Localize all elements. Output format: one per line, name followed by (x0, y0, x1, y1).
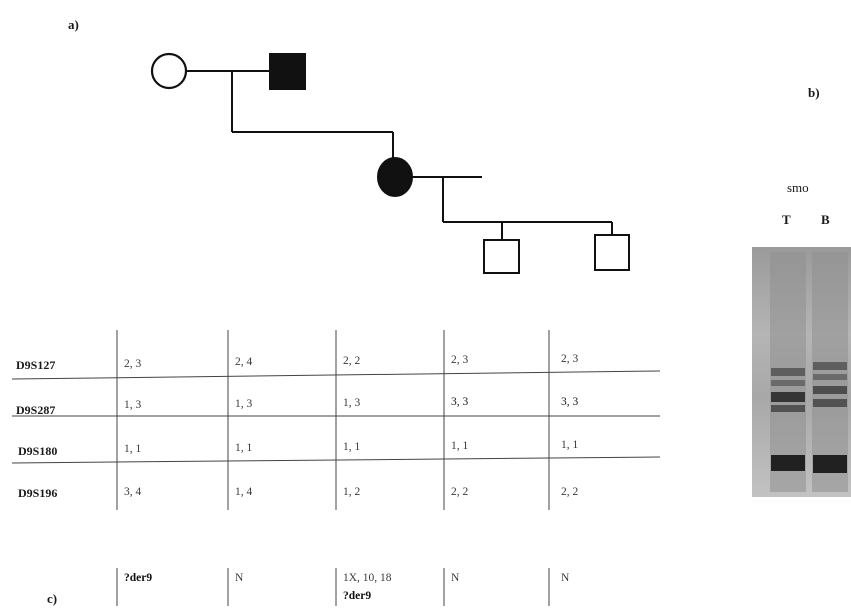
genotype-cell: 1, 1 (451, 440, 469, 452)
gel-band (771, 392, 805, 402)
karyotype-cell-second-line: ?der9 (343, 590, 372, 602)
gel-band (813, 362, 847, 370)
locus-label: D9S287 (16, 403, 56, 417)
gel-band (771, 455, 805, 471)
locus-label: D9S180 (18, 444, 58, 458)
genotype-cell: 1, 3 (343, 397, 361, 409)
locus-label: D9S196 (18, 486, 58, 500)
gel-band (771, 368, 805, 376)
gel-band (771, 405, 805, 412)
karyotype-cell: 1X, 10, 18 (343, 572, 392, 584)
panel-a-label: a) (68, 17, 79, 32)
genotype-cell: 3, 4 (124, 486, 142, 498)
grandmother-symbol (150, 52, 188, 90)
genotype-cell: 2, 3 (561, 353, 579, 365)
karyotype-cell: N (451, 572, 460, 584)
genotype-cell: 2, 4 (235, 356, 253, 368)
affected-mother-symbol (377, 157, 413, 197)
genotype-cell: 2, 2 (561, 486, 579, 498)
row-divider-1 (11, 370, 661, 380)
genotype-cell: 2, 2 (343, 355, 361, 367)
genotype-cell: 2, 2 (451, 486, 469, 498)
gel-band (813, 386, 847, 394)
panel-b-label: b) (808, 85, 820, 100)
genotype-cell: 1, 2 (343, 486, 361, 498)
gel-band (813, 455, 847, 473)
karyotype-cell: N (561, 572, 570, 584)
genotype-cell: 1, 1 (235, 442, 253, 454)
grandfather-symbol (269, 53, 306, 90)
karyotype-cell: ?der9 (124, 572, 153, 584)
gel-gene-label: smo (787, 180, 809, 195)
row-divider-3 (11, 456, 661, 464)
karyotype-cell: N (235, 572, 244, 584)
genotype-cell: 1, 3 (235, 398, 253, 410)
genotype-cell: 3, 3 (451, 396, 469, 408)
genotype-cell: 1, 1 (561, 439, 579, 451)
gel-lane-label-b: B (821, 212, 830, 227)
son1-symbol (483, 239, 520, 274)
panel-c-label: c) (47, 591, 58, 606)
gel-band (813, 374, 847, 380)
son2-symbol (594, 234, 630, 271)
genotype-cell: 2, 3 (124, 358, 142, 370)
genotype-cell: 1, 1 (343, 441, 361, 453)
genotype-cell: 3, 3 (561, 396, 579, 408)
genotype-cell: 1, 1 (124, 443, 142, 455)
locus-label: D9S127 (16, 358, 56, 372)
genotype-cell: 1, 3 (124, 399, 142, 411)
genotype-cell: 2, 3 (451, 354, 469, 366)
genotype-cell: 1, 4 (235, 486, 253, 498)
gel-image (752, 247, 851, 497)
gel-lane-label-t: T (782, 212, 791, 227)
gel-band (771, 380, 805, 386)
gel-band (813, 399, 847, 407)
